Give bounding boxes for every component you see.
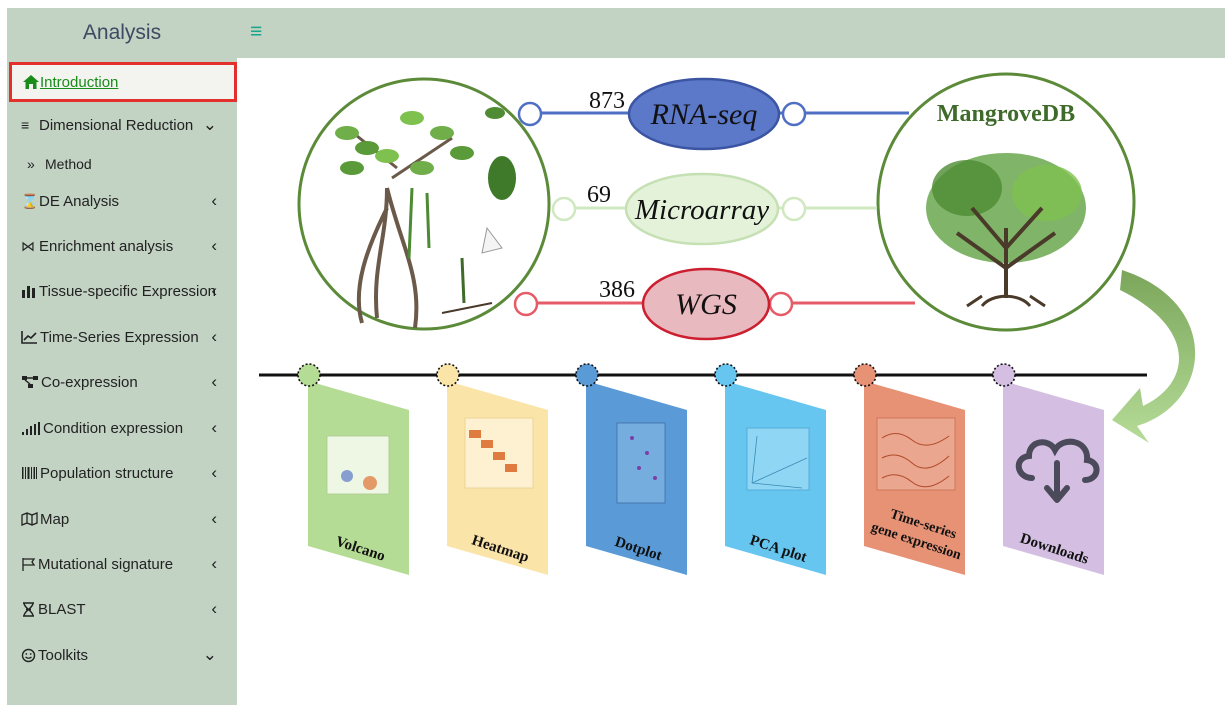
- sidebar-item-label: BLAST: [38, 600, 86, 618]
- mangrovedb-overview-figure: MangroveDB 873 RNA-seq 69 Microarray: [259, 72, 1196, 575]
- sidebar-item-co-expression[interactable]: Co-expression ‹: [7, 362, 237, 402]
- sidebar-item-dimensional-reduction[interactable]: ≡ Dimensional Reduction ⌄: [7, 105, 237, 145]
- signal-bars-icon: [22, 422, 40, 435]
- chevron-left-icon: ‹: [211, 372, 217, 391]
- chevron-left-icon: ‹: [211, 463, 217, 482]
- chevron-down-icon: ⌄: [202, 645, 217, 664]
- app-title: Analysis: [82, 21, 162, 44]
- sidebar-item-label: Co-expression: [41, 373, 138, 391]
- chevron-left-icon: ‹: [211, 509, 217, 528]
- sidebar-item-de-analysis[interactable]: ⌛ DE Analysis ‹: [7, 181, 237, 221]
- chevron-left-icon: ‹: [211, 599, 217, 618]
- barcode-icon: [22, 467, 37, 479]
- hourglass-icon: ⌛: [21, 192, 39, 209]
- sidebar-item-map[interactable]: Map ‹: [7, 499, 237, 539]
- dataset-microarray: 69 Microarray: [551, 172, 877, 246]
- network-icon: ⋈: [21, 237, 35, 254]
- sidebar-item-label: Map: [40, 510, 70, 528]
- top-navbar: [7, 8, 1225, 58]
- module-pca-plot[interactable]: PCA plot: [714, 363, 826, 575]
- line-chart-icon: [21, 331, 37, 344]
- sidebar-item-tissue-specific-expression[interactable]: Tissue-specific Expression ‹: [7, 271, 237, 311]
- nodes-icon: [22, 376, 38, 388]
- module-time-series-expression[interactable]: Time-series gene expression: [853, 363, 965, 575]
- flow-arrow-icon: [1112, 270, 1196, 443]
- sidebar-subitem-method[interactable]: » Method: [7, 144, 237, 184]
- dataset-wgs: 386 WGS: [513, 267, 915, 341]
- sidebar-item-label: Enrichment analysis: [39, 237, 174, 255]
- dataset-count: 873: [589, 88, 625, 114]
- sidebar-item-time-series-expression[interactable]: Time-Series Expression ‹: [7, 317, 237, 357]
- module-volcano[interactable]: Volcano: [297, 363, 409, 575]
- bar-chart-icon: [22, 286, 35, 298]
- sidebar-item-population-structure[interactable]: Population structure ‹: [7, 453, 237, 493]
- list-icon: ≡: [21, 117, 30, 133]
- cloud-download-icon: [1015, 438, 1100, 483]
- mangrove-tree-illustration: MangroveDB: [876, 72, 1136, 332]
- sidebar-item-label: Dimensional Reduction: [39, 116, 194, 134]
- flag-icon: [22, 557, 36, 571]
- dna-icon: [23, 601, 34, 617]
- module-heatmap[interactable]: Heatmap: [436, 363, 548, 575]
- dataset-rna-seq: 873 RNA-seq: [517, 77, 909, 151]
- chevron-left-icon: ‹: [211, 281, 217, 300]
- sidebar-item-mutational-signature[interactable]: Mutational signature ‹: [7, 544, 237, 584]
- smiley-icon: [21, 648, 36, 662]
- dataset-label: Microarray: [634, 194, 769, 226]
- sidebar-item-toolkits[interactable]: Toolkits ⌄: [7, 635, 237, 675]
- chevron-left-icon: ‹: [211, 418, 217, 437]
- module-downloads[interactable]: Downloads: [992, 363, 1104, 575]
- double-chevron-right-icon: »: [27, 156, 35, 172]
- sidebar-item-label: Time-Series Expression: [40, 328, 199, 346]
- sidebar-item-label: Introduction: [40, 73, 119, 91]
- dataset-label: WGS: [675, 288, 737, 321]
- sidebar: Introduction ≡ Dimensional Reduction ⌄ »…: [7, 58, 237, 705]
- mangrove-plant-illustration: [297, 77, 551, 331]
- dataset-count: 69: [587, 182, 611, 208]
- sidebar-item-label: Toolkits: [38, 646, 89, 664]
- sidebar-item-label: Tissue-specific Expression: [39, 282, 217, 300]
- sidebar-item-introduction[interactable]: Introduction: [9, 62, 237, 102]
- sidebar-item-enrichment-analysis[interactable]: ⋈ Enrichment analysis ‹: [7, 226, 237, 266]
- chevron-down-icon: ⌄: [202, 115, 217, 134]
- main-content: MangroveDB 873 RNA-seq 69 Microarray: [237, 58, 1225, 705]
- chevron-left-icon: ‹: [211, 327, 217, 346]
- chevron-left-icon: ‹: [211, 236, 217, 255]
- sidebar-item-label: DE Analysis: [39, 192, 120, 210]
- sidebar-item-label: Mutational signature: [38, 555, 174, 573]
- module-dotplot[interactable]: Dotplot: [575, 363, 687, 575]
- database-name: MangroveDB: [937, 101, 1075, 127]
- home-icon: [23, 75, 39, 89]
- sidebar-item-label: Population structure: [40, 464, 174, 482]
- dataset-count: 386: [599, 277, 635, 303]
- map-icon: [21, 512, 38, 526]
- chevron-left-icon: ‹: [211, 554, 217, 573]
- dataset-label: RNA-seq: [650, 98, 758, 131]
- sidebar-item-label: Method: [45, 156, 92, 172]
- menu-toggle-icon[interactable]: ≡: [250, 20, 263, 43]
- sidebar-item-blast[interactable]: BLAST ‹: [7, 589, 237, 629]
- sidebar-item-label: Condition expression: [43, 419, 184, 437]
- chevron-left-icon: ‹: [211, 191, 217, 210]
- sidebar-item-condition-expression[interactable]: Condition expression ‹: [7, 408, 237, 448]
